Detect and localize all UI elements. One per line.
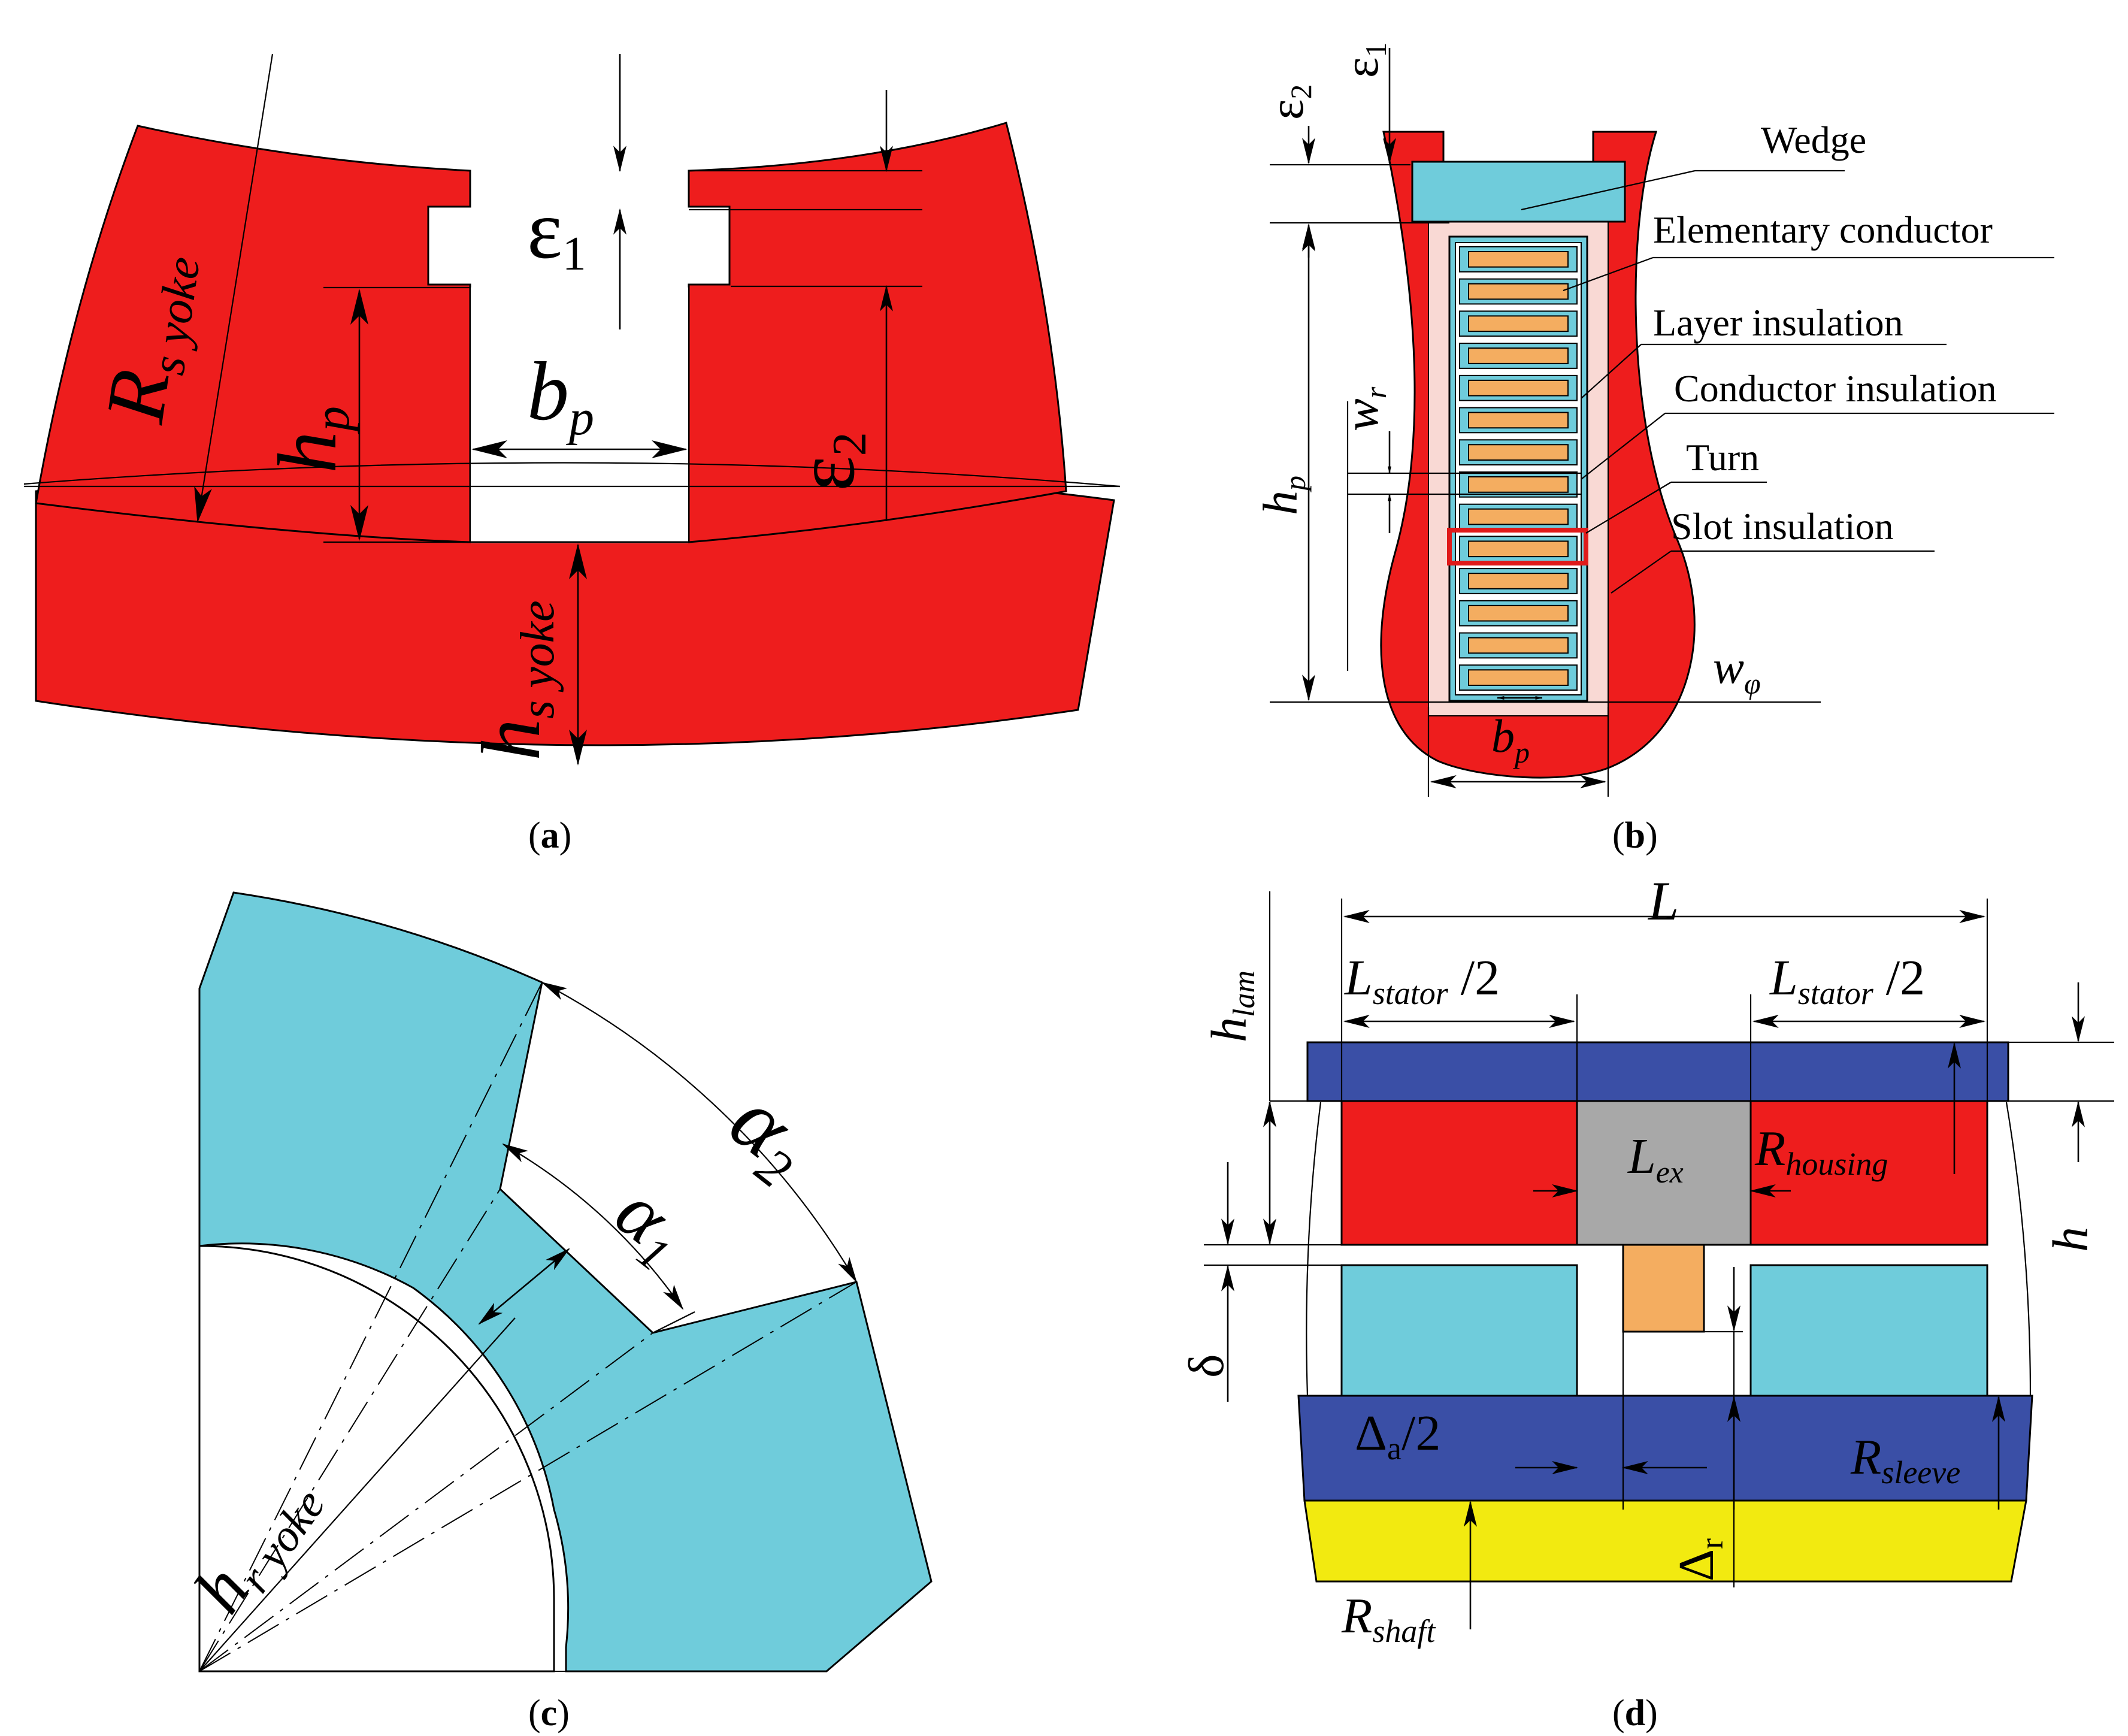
slot-opening (471, 288, 688, 543)
callout-turn: Turn (1686, 436, 1759, 479)
label-b-wphi: wφ (1713, 641, 1761, 700)
label-d-delta-a: Δa/2 (1355, 1405, 1440, 1466)
caption-d: (d) (1612, 1693, 1658, 1734)
callout-layer-insulation: Layer insulation (1653, 301, 1903, 344)
label-epsilon2: ε2 (779, 432, 876, 491)
label-c-alpha2: α2 (708, 1069, 833, 1199)
label-d-lstator-left: Lstator /2 (1344, 950, 1500, 1011)
elementary-conductor (1468, 540, 1569, 558)
panel-b: Wedge Elementary conductor Layer insulat… (1253, 43, 2054, 856)
caption-c: (c) (528, 1693, 570, 1734)
label-b-wr: wr (1334, 386, 1393, 431)
elementary-conductor (1468, 669, 1569, 686)
elementary-conductor (1468, 315, 1569, 332)
label-epsilon1: ε1 (527, 183, 586, 280)
label-d-delta: δ (1179, 1354, 1234, 1378)
callout-conductor-insulation: Conductor insulation (1674, 367, 1997, 410)
callout-labels: Wedge Elementary conductor Layer insulat… (1653, 119, 1997, 548)
stator-left (1340, 1100, 1578, 1246)
stator-tooth-left (35, 125, 471, 543)
stator-right (1749, 1100, 1988, 1246)
housing (1306, 1041, 2009, 1102)
elementary-conductor (1468, 604, 1569, 622)
excitation-winding (1622, 1244, 1705, 1333)
callout-slot-insulation: Slot insulation (1671, 505, 1894, 548)
elementary-conductor (1468, 251, 1569, 268)
label-d-delta-r: Δr (1669, 1538, 1730, 1581)
panel-d: L Lstator /2 Lstator /2 hlam Lex Rhousin… (1179, 870, 2114, 1734)
label-b-bp: bp (1491, 710, 1530, 769)
label-b-epsilon1: ε1 (1334, 43, 1393, 78)
caption-b: (b) (1612, 815, 1658, 856)
elementary-conductor (1468, 444, 1569, 461)
elementary-conductor (1468, 379, 1569, 397)
panel-a: ε1 ε2 hp bp Rs yoke hs yoke (a) (23, 53, 1121, 856)
label-hp: hp (261, 406, 360, 473)
conductor-stack (1459, 246, 1578, 691)
rotor-right (1749, 1264, 1988, 1397)
callout-elementary-conductor: Elementary conductor (1653, 208, 1993, 251)
label-b-hp: hp (1253, 476, 1312, 515)
turn-highlight (1447, 528, 1588, 565)
label-hsyoke: hs yoke (465, 600, 564, 761)
stator-tooth-right (688, 122, 1067, 543)
wedge (1411, 161, 1626, 223)
elementary-conductor (1468, 508, 1569, 525)
rotor-left (1340, 1264, 1578, 1397)
elementary-conductor (1468, 347, 1569, 364)
label-c-alpha1: α1 (595, 1168, 704, 1281)
label-d-lex: Lex (1627, 1129, 1684, 1190)
label-b-epsilon2: ε2 (1259, 84, 1318, 120)
elementary-conductor (1468, 412, 1569, 429)
elementary-conductor (1468, 637, 1569, 654)
caption-a: (a) (528, 815, 571, 856)
elementary-conductor (1468, 573, 1569, 589)
label-d-lstator-right: Lstator /2 (1769, 950, 1925, 1011)
shaft (1303, 1499, 2027, 1583)
label-d-rshaft: Rshaft (1341, 1588, 1436, 1649)
label-d-L: L (1647, 870, 1679, 931)
elementary-conductor (1468, 283, 1569, 300)
label-d-hlam: hlam (1201, 970, 1261, 1042)
elementary-conductor (1468, 476, 1569, 493)
label-bp: bp (527, 345, 594, 446)
label-d-h: h (2043, 1227, 2099, 1252)
label-d-rhousing: Rhousing (1754, 1121, 1888, 1182)
label-d-rsleeve: Rsleeve (1850, 1429, 1960, 1490)
excitation-core (1576, 1100, 1752, 1246)
callout-wedge: Wedge (1761, 119, 1866, 161)
panel-c: α2 α1 hr yoke (c) (178, 891, 933, 1734)
